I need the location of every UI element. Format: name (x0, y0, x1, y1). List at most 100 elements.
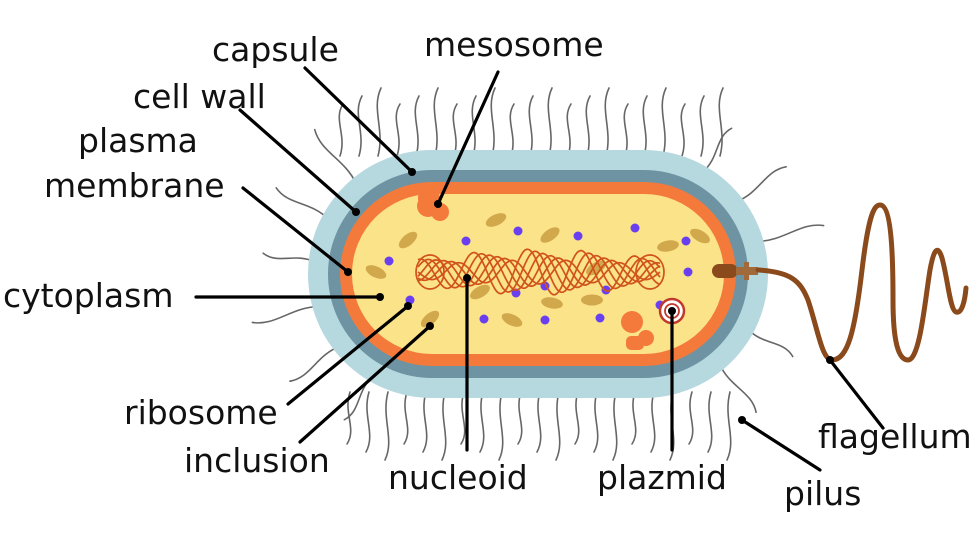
leader-inclusion (298, 324, 432, 444)
ribosome-dot (384, 256, 394, 266)
ribosome-dot (683, 267, 693, 277)
pilus-hair (699, 95, 705, 157)
labels: capsule mesosome cell wall plasma membra… (3, 25, 970, 513)
leader-flagellum (828, 358, 885, 430)
flagellum-shape (712, 202, 969, 363)
leader-flagellum-dot (826, 356, 834, 364)
leader-mesosome (436, 70, 500, 206)
pilus-hair (452, 103, 458, 157)
label-mesosome: mesosome (424, 25, 604, 64)
pilus-hair (566, 103, 572, 157)
pilus-hair (536, 391, 542, 453)
pilus-hair (275, 187, 329, 220)
pilus-hair (479, 391, 485, 453)
nucleoid-strand (417, 259, 661, 285)
pilus-hair (517, 391, 523, 445)
ribosome-dot (511, 288, 521, 298)
cytoplasm-region (352, 194, 724, 354)
pilus-hair (593, 391, 599, 453)
pilus-hair (490, 87, 496, 157)
inclusion-granule (581, 294, 603, 306)
ribosome-dot (540, 315, 550, 325)
pilus-hair (365, 391, 371, 453)
leader-cell-wall (238, 108, 358, 214)
inclusion-granule (540, 227, 560, 243)
inclusion-granule (398, 231, 418, 249)
ribosomes-group (384, 223, 693, 325)
pilus-hair (509, 103, 515, 157)
nucleoid-loop (415, 254, 445, 290)
pilus-hair (585, 95, 591, 157)
label-ribosome: ribosome (124, 393, 278, 432)
label-cell-wall: cell wall (133, 77, 266, 116)
pilus-hair (642, 95, 648, 157)
pilus-hair (623, 103, 629, 157)
flagellum-ring (744, 262, 749, 280)
inclusion-granule (470, 284, 490, 300)
pilus-hair (289, 345, 340, 382)
leader-capsule (303, 66, 414, 174)
label-flagellum: flagellum (818, 417, 970, 456)
inclusion-granule (485, 213, 507, 227)
pilus-hair (680, 103, 686, 157)
leader-pilus-dot (738, 416, 746, 424)
pilus-hair (376, 87, 382, 157)
inclusion-granule (365, 265, 387, 279)
nucleoid-strand (417, 250, 661, 294)
pilus-hair (384, 391, 390, 461)
mesosome-shape (417, 192, 449, 221)
pilus-hair (395, 103, 401, 157)
pilus-hair (719, 363, 757, 414)
label-plazmid: plazmid (597, 458, 727, 497)
nucleoid-strand (417, 252, 661, 291)
pilus-hair (414, 95, 420, 157)
label-capsule: capsule (212, 30, 339, 69)
leader-lines (194, 66, 885, 472)
pilus-hair (528, 95, 534, 157)
ribosome-dot (573, 231, 583, 241)
pilus-hair (718, 87, 724, 157)
pilus-hair (726, 391, 732, 461)
leader-plasma-membrane (241, 186, 350, 274)
pilus-hair (498, 391, 504, 461)
pilus-hair (650, 391, 656, 453)
leader-ribosome-dot (404, 302, 412, 310)
label-nucleoid: nucleoid (388, 458, 528, 497)
pilus-hair (702, 127, 733, 173)
pilus-hair (251, 305, 320, 324)
nucleoid-loop (635, 254, 665, 290)
pilus-hair (262, 252, 316, 263)
label-inclusion: inclusion (184, 441, 330, 480)
ribosome-dot (595, 313, 605, 323)
mesosome-shape-lower (621, 311, 654, 350)
leader-plasma-membrane-dot (344, 268, 352, 276)
ribosome-dot (630, 223, 640, 233)
leader-cytoplasm-dot (376, 293, 384, 301)
inclusion-granule (420, 310, 440, 328)
leader-capsule-dot (408, 168, 416, 176)
flagellum-basal-body (712, 264, 738, 278)
label-cytoplasm: cytoplasm (3, 276, 173, 315)
pilus-hair (460, 391, 466, 445)
leader-inclusion-dot (426, 322, 434, 330)
pilus-hair (631, 391, 637, 445)
pilus-hair (612, 391, 618, 461)
leader-ribosome (286, 304, 410, 406)
leader-pilus (740, 418, 822, 472)
ribosome-dot (681, 236, 691, 246)
inclusion-granule (657, 240, 679, 252)
ribosome-dot (479, 314, 489, 324)
pilus-hair (756, 224, 825, 243)
pilus-hair (661, 87, 667, 157)
inclusions-group (365, 213, 710, 328)
nucleoid-strand (417, 248, 661, 296)
label-plasma-membrane-line2: membrane (44, 166, 225, 205)
pilus-hair (736, 166, 787, 203)
pilus-hair (604, 87, 610, 157)
pilus-hair (433, 87, 439, 157)
leader-plazmid-dot (668, 307, 676, 315)
pilus-hair (574, 391, 580, 445)
nucleoid-dna (415, 248, 665, 296)
